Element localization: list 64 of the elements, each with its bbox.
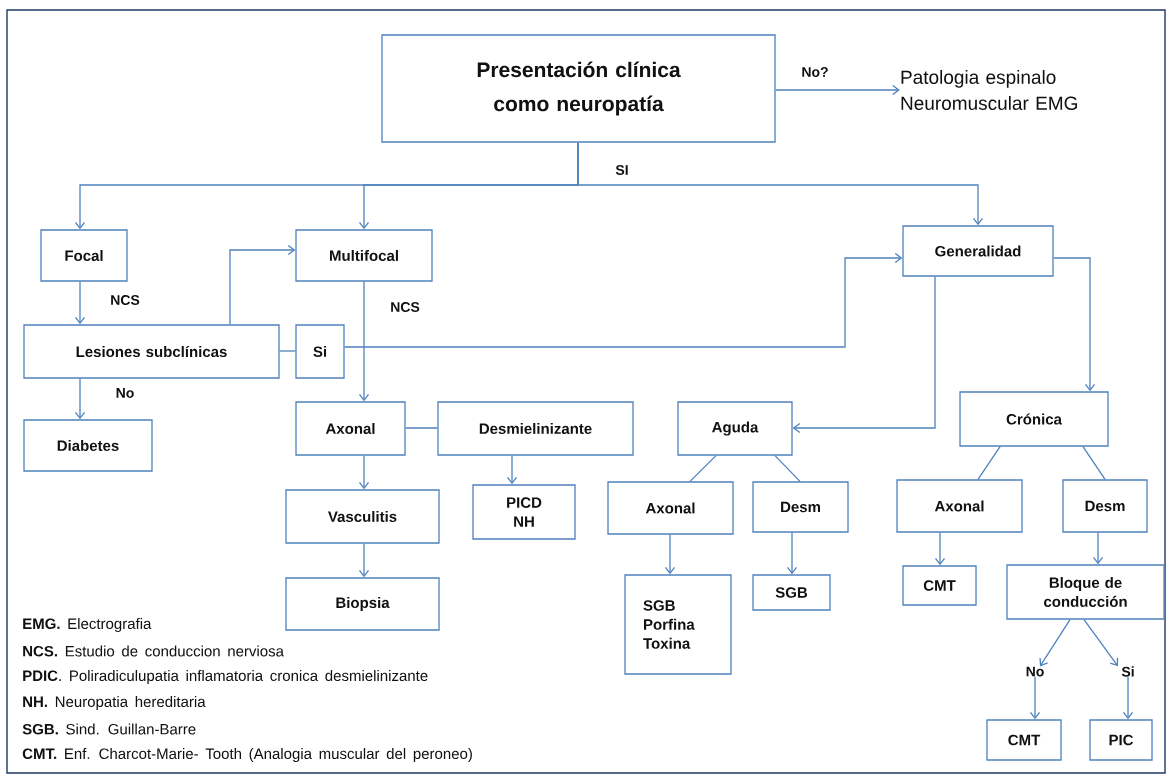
arrow: [344, 252, 903, 348]
process-box: Diabetes: [23, 419, 153, 472]
arrow: [577, 142, 984, 226]
arrow: [1083, 619, 1119, 667]
arrow: [786, 532, 798, 575]
process-box: Multifocal: [295, 229, 433, 282]
connector-line: [405, 427, 438, 429]
arrow: [1122, 676, 1134, 720]
edge-label: NCS: [109, 294, 141, 306]
abbreviation-note: CMT. Enf. Charcot-Marie- Tooth (Analogia muscular del peroneo): [22, 748, 472, 762]
process-box: Biopsia: [285, 577, 440, 631]
connector-line: [689, 455, 717, 482]
arrow: [1039, 619, 1071, 667]
process-box: Axonal: [896, 479, 1023, 533]
abbreviation-note: EMG. Electrografia: [23, 618, 152, 632]
process-box: Si: [295, 324, 345, 379]
process-box: CMT: [986, 719, 1062, 761]
process-box: PICD NH: [472, 484, 576, 540]
arrow: [74, 281, 86, 325]
process-box: Axonal: [607, 481, 734, 535]
process-box: SGB: [752, 574, 831, 611]
edge-label: No: [114, 387, 136, 399]
process-box: Aguda: [677, 401, 793, 456]
process-box: CMT: [902, 565, 977, 606]
arrow: [358, 543, 370, 578]
text-label: Patologia espinalo Neuromuscular EMG: [901, 70, 1077, 110]
arrow: [229, 244, 296, 325]
arrow: [934, 532, 946, 566]
arrow: [775, 84, 900, 96]
arrow: [1053, 257, 1096, 392]
text-label: No: [1026, 666, 1044, 677]
edge-label: No?: [800, 66, 830, 78]
process-box: Desm: [1062, 479, 1148, 533]
edge-label: SI: [614, 164, 630, 176]
arrow: [358, 455, 370, 490]
process-box: Bloque de conducción: [1006, 564, 1165, 620]
abbreviation-note: SGB. Sind. Guillan-Barre: [22, 723, 196, 735]
arrow: [792, 276, 936, 434]
process-box: PIC: [1089, 719, 1153, 761]
process-box: Generalidad: [902, 225, 1054, 277]
process-box: SGB Porfina Toxina: [624, 574, 732, 675]
abbreviation-note: NCS. Estudio de conduccion nerviosa: [23, 645, 284, 657]
process-box: Desm: [752, 481, 849, 533]
arrow: [664, 534, 676, 575]
process-box: Crónica: [959, 391, 1109, 447]
connector-line: [774, 455, 801, 482]
connector-line: [279, 350, 296, 352]
edge-label: NCS: [389, 301, 421, 313]
text-label: Si: [1121, 666, 1134, 677]
process-box: Axonal: [295, 401, 406, 456]
process-box: Vasculitis: [285, 489, 440, 544]
abbreviation-note: NH. Neuropatia hereditaria: [23, 696, 206, 710]
arrow: [1029, 675, 1041, 720]
process-box: Lesiones subclínicas: [23, 324, 280, 379]
arrow: [74, 378, 86, 420]
connector-line: [977, 446, 1001, 480]
arrow: [1092, 532, 1104, 565]
process-box: Presentación clínica como neuropatía: [381, 34, 776, 143]
arrow: [506, 455, 518, 485]
connector-line: [1082, 446, 1106, 480]
arrow: [358, 281, 370, 402]
abbreviation-note: PDIC. Poliradiculupatia inflamatoria cronica desmielinizante: [23, 670, 428, 684]
process-box: Focal: [40, 229, 128, 282]
process-box: Desmielinizante: [437, 401, 634, 456]
